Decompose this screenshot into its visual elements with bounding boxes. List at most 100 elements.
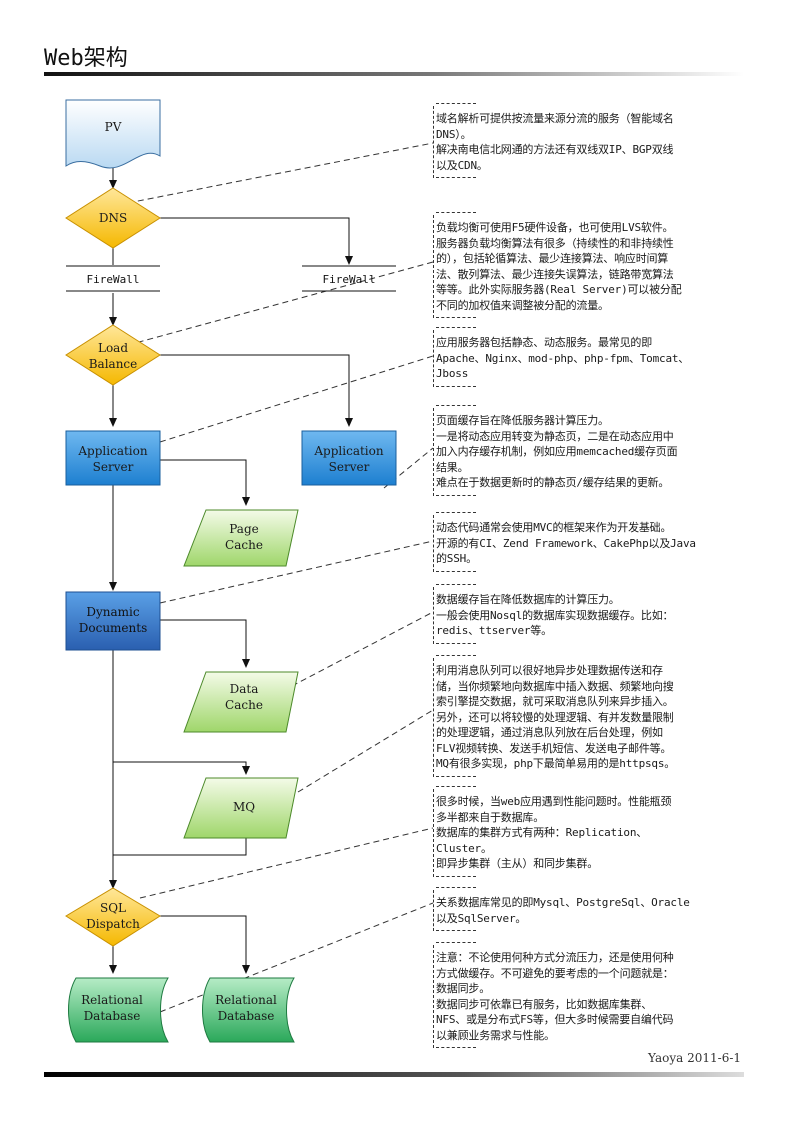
pv-node — [65, 99, 161, 169]
page-cache-label-1: Page — [229, 522, 258, 536]
note-line: 索引擎提交数据，就可采取消息队列来异步插入。 — [436, 695, 674, 708]
note-5: 动态代码通常会使用MVC的框架来作为开发基础。开源的有CI、Zend Frame… — [436, 512, 746, 572]
relational-db-right-label-2: Database — [218, 1009, 275, 1023]
note-bracket-bottom — [436, 1043, 476, 1048]
relational-db-left-label-1: Relational — [81, 993, 143, 1007]
note-line: redis、ttserver等。 — [436, 624, 552, 637]
note-bracket-bottom — [436, 491, 476, 496]
note-4: 页面缓存旨在降低服务器计算压力。一是将动态应用转变为静态页，二是在动态应用中加入… — [436, 405, 746, 496]
note-line: FLV视频转换、发送手机短信、发送电子邮件等。 — [436, 741, 672, 755]
note-line: 关系数据库常见的即Mysql、PostgreSql、Oracle — [436, 896, 690, 909]
note-bracket-top — [436, 405, 476, 413]
note-bracket-side — [433, 215, 434, 318]
note-8: 很多时候，当web应用遇到性能问题时。性能瓶颈多半都来自于数据库。数据库的集群方… — [436, 786, 746, 877]
pv-label: PV — [105, 120, 122, 134]
data-cache-node — [183, 671, 299, 733]
note-line: 以兼顾业务需求与性能。 — [436, 1028, 555, 1042]
note-bracket-top — [436, 103, 476, 111]
data-cache-label-1: Data — [230, 682, 259, 696]
app-server-right-node — [301, 430, 397, 486]
app-server-right-label-1: Application — [313, 444, 383, 458]
note-line: 难点在于数据更新时的静态页/缓存结果的更新。 — [436, 476, 670, 489]
firewall-right: FireWall — [302, 265, 396, 292]
note-bracket-side — [433, 789, 434, 877]
mq-label: MQ — [233, 800, 255, 814]
note-bracket-side — [433, 515, 434, 572]
footer-rule — [44, 1072, 744, 1077]
note-line: 动态代码通常会使用MVC的框架来作为开发基础。 — [436, 521, 672, 534]
note-line: 多半都来自于数据库。 — [436, 810, 544, 824]
note-line: 数据库的集群方式有两种：Replication、 — [436, 826, 648, 839]
note-line: 等等。此外实际服务器(Real Server)可以被分配 — [436, 283, 682, 296]
note-bracket-bottom — [436, 173, 476, 178]
note-line: 一是将动态应用转变为静态页，二是在动态应用中 — [436, 429, 674, 443]
relational-db-left-node — [68, 977, 169, 1043]
note-line: Apache、Nginx、mod-php、php-fpm、Tomcat、 — [436, 351, 690, 365]
note-bracket-bottom — [436, 926, 476, 931]
note-line: 利用消息队列可以很好地异步处理数据传送和存 — [436, 664, 663, 677]
note-bracket-top — [436, 887, 476, 895]
note-6: 数据缓存旨在降低数据库的计算压力。一般会使用Nosql的数据库实现数据缓存。比如… — [436, 584, 746, 644]
note-bracket-bottom — [436, 772, 476, 777]
note-line: 数据同步可依靠已有服务，比如数据库集群、 — [436, 997, 652, 1011]
sql-dispatch-label-2: Dispatch — [86, 917, 140, 931]
note-line: 结果。 — [436, 460, 469, 474]
load-balance-label-2: Balance — [89, 357, 138, 371]
note-line: 另外，还可以将较慢的处理逻辑、有并发数量限制 — [436, 710, 674, 724]
note-line: MQ有很多实现，php下最简单易用的是httpsqs。 — [436, 757, 676, 770]
note-line: 服务器负载均衡算法有很多（持续性的和非持续性 — [436, 236, 674, 250]
page-cache-node — [183, 509, 299, 567]
footer-credit: Yaoya 2011-6-1 — [648, 1051, 742, 1065]
dynamic-documents-node — [65, 591, 161, 651]
note-bracket-side — [433, 945, 434, 1048]
note-7: 利用消息队列可以很好地异步处理数据传送和存储，当你频繁地向数据库中插入数据、频繁… — [436, 655, 746, 777]
note-bracket-side — [433, 106, 434, 178]
relational-db-left-label-2: Database — [84, 1009, 141, 1023]
note-line: 即异步集群（主从）和同步集群。 — [436, 857, 598, 870]
note-line: 加入内存缓存机制，例如应用memcached缓存页面 — [436, 445, 678, 458]
data-cache-label-2: Cache — [225, 698, 263, 712]
note-line: 储，当你频繁地向数据库中插入数据、频繁地向搜 — [436, 679, 674, 693]
note-line: 注意：不论使用何种方式分流压力，还是使用何种 — [436, 951, 674, 964]
dynamic-documents-label-2: Documents — [79, 621, 147, 635]
note-bracket-bottom — [436, 313, 476, 318]
note-line: 的），包括轮循算法、最少连接算法、响应时间算 — [436, 252, 669, 265]
note-bracket-bottom — [436, 567, 476, 572]
dynamic-documents-label-1: Dynamic — [86, 605, 140, 619]
dns-node — [65, 187, 161, 249]
note-line: 页面缓存旨在降低服务器计算压力。 — [436, 414, 609, 427]
note-bracket-side — [433, 330, 434, 387]
sql-dispatch-node — [65, 887, 161, 947]
note-bracket-side — [433, 408, 434, 496]
note-line: 的处理逻辑，通过消息队列放在后台处理，例如 — [436, 726, 663, 739]
note-bracket-top — [436, 327, 476, 335]
load-balance-label-1: Load — [98, 341, 128, 355]
firewall-left: FireWall — [66, 265, 160, 292]
note-line: 负载均衡可使用F5硬件设备，也可使用LVS软件。 — [436, 221, 674, 234]
page-cache-label-2: Cache — [225, 538, 263, 552]
load-balance-node — [65, 324, 161, 386]
note-line: DNS）。 — [436, 127, 472, 141]
note-line: 法、散列算法、最少连接失误算法，链路带宽算法 — [436, 267, 674, 281]
relational-db-right-node — [202, 977, 295, 1043]
page-title: Web架构 — [44, 46, 128, 71]
note-bracket-top — [436, 942, 476, 950]
note-line: 一般会使用Nosql的数据库实现数据缓存。比如： — [436, 608, 674, 622]
note-line: 方式做缓存。不可避免的要考虑的一个问题就是： — [436, 966, 674, 980]
note-bracket-top — [436, 786, 476, 794]
app-server-right-label-2: Server — [329, 460, 370, 474]
mq-node — [183, 777, 299, 839]
note-bracket-bottom — [436, 382, 476, 387]
header-rule — [44, 72, 744, 76]
note-line: 域名解析可提供按流量来源分流的服务（智能域名 — [436, 112, 674, 125]
note-bracket-side — [433, 658, 434, 777]
note-10: 注意：不论使用何种方式分流压力，还是使用何种方式做缓存。不可避免的要考虑的一个问… — [436, 942, 746, 1048]
note-line: 数据缓存旨在降低数据库的计算压力。 — [436, 593, 620, 606]
note-bracket-bottom — [436, 872, 476, 877]
dns-label: DNS — [99, 211, 127, 225]
note-bracket-bottom — [436, 639, 476, 644]
sql-dispatch-label-1: SQL — [100, 901, 126, 915]
